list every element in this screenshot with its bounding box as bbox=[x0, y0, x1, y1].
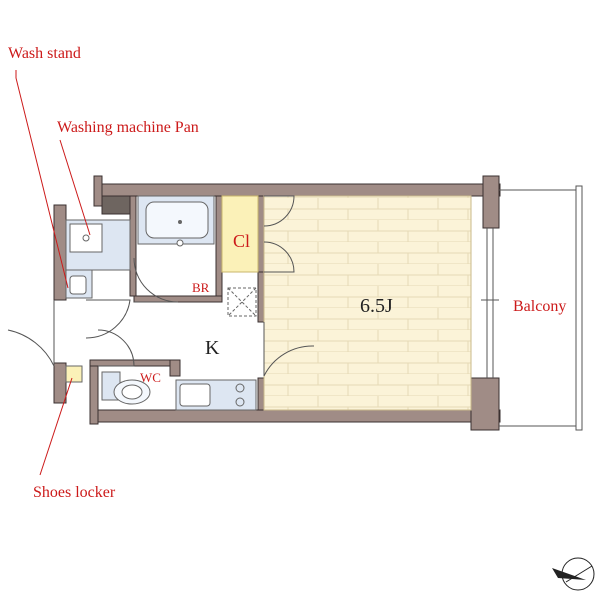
toilet-label: WC bbox=[140, 370, 161, 385]
toilet-top-wall bbox=[89, 359, 171, 367]
kitchen-top-wall bbox=[169, 359, 181, 377]
shower-drain bbox=[176, 239, 184, 247]
room-divider-lower bbox=[257, 377, 265, 411]
compass-north-arrow-icon bbox=[552, 557, 595, 591]
bathroom-label: BR bbox=[192, 280, 210, 295]
left-wall-lower bbox=[53, 362, 67, 404]
washroom-fixtures bbox=[65, 219, 131, 299]
pan-drain bbox=[82, 234, 90, 242]
top-wall bbox=[93, 183, 501, 197]
leader-lines bbox=[15, 70, 91, 476]
bathtub-drain bbox=[178, 220, 182, 224]
closet-label: Cl bbox=[233, 231, 250, 251]
closet-door-2 bbox=[263, 241, 295, 273]
wash-wall bbox=[129, 195, 137, 297]
walls bbox=[53, 175, 501, 431]
corner-block bbox=[101, 195, 131, 215]
kitchen-label: K bbox=[205, 337, 220, 359]
bathtub-inner bbox=[145, 201, 209, 239]
wash-stand-leader bbox=[15, 70, 69, 289]
living-room-door bbox=[263, 322, 315, 377]
toilet-fixture bbox=[101, 371, 151, 405]
kitchen-counter bbox=[175, 379, 257, 411]
balcony bbox=[481, 185, 583, 431]
living-room-label: 6.5J bbox=[360, 295, 393, 317]
wash-stand-callout: Wash stand bbox=[8, 45, 81, 62]
refrigerator-space bbox=[227, 287, 257, 317]
shoes-locker-callout: Shoes locker bbox=[33, 484, 116, 501]
closet-wall bbox=[257, 195, 265, 273]
toilet-door bbox=[97, 329, 135, 367]
washing-machine-leader bbox=[59, 139, 91, 236]
bath-bottom-wall bbox=[133, 295, 223, 303]
shoes-locker-box bbox=[65, 365, 83, 383]
left-wall-upper bbox=[53, 204, 67, 301]
room-divider-upper bbox=[257, 271, 265, 323]
closet-area bbox=[221, 195, 259, 273]
balcony-callout: Balcony bbox=[513, 298, 566, 315]
sink bbox=[179, 383, 211, 407]
entrance-door bbox=[7, 300, 55, 367]
toilet-left-wall bbox=[89, 359, 99, 425]
bath-right-wall bbox=[215, 195, 223, 301]
living-room-floor bbox=[263, 195, 472, 411]
bottom-wall bbox=[93, 409, 501, 423]
bathroom-door bbox=[133, 257, 179, 303]
washing-machine-pan-inner bbox=[69, 223, 103, 253]
wash-stand-basin bbox=[69, 275, 87, 295]
washroom-door bbox=[85, 299, 131, 339]
stove-burner-1 bbox=[235, 383, 245, 393]
stove-burner-2 bbox=[235, 397, 245, 407]
washing-machine-pan-callout: Washing machine Pan bbox=[57, 119, 199, 136]
right-wall-upper bbox=[482, 175, 500, 229]
bathroom-unit bbox=[137, 195, 215, 247]
shoes-locker-leader bbox=[39, 377, 73, 476]
left-step-wall bbox=[93, 175, 103, 207]
right-wall-lower bbox=[470, 377, 500, 431]
doors bbox=[7, 195, 315, 377]
closet-door bbox=[263, 195, 295, 227]
balcony-railing bbox=[575, 185, 583, 431]
